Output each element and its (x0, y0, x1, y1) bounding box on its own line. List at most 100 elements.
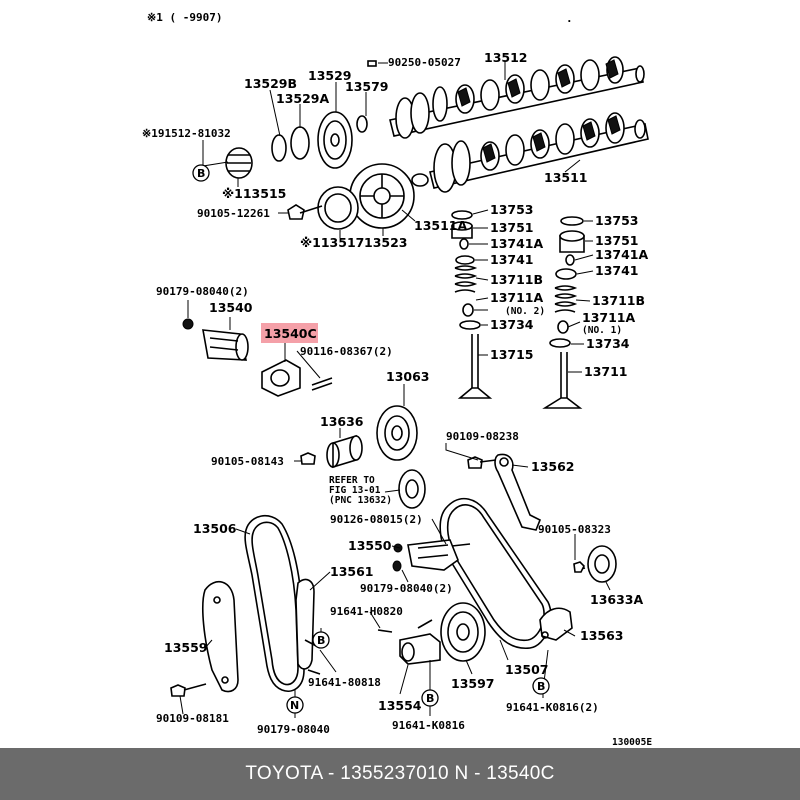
footer-bar: TOYOTA - 1355237010 N - 13540C (0, 748, 800, 800)
label-diagram-code: 130005E (612, 737, 652, 748)
part-labels: 13512 90250-05027 13529 13529B 13529A 13… (142, 50, 652, 748)
label-13529: 13529 (308, 68, 352, 83)
bushing-13636 (326, 434, 363, 469)
label-13554: 13554 (378, 698, 422, 713)
label-13597: 13597 (451, 676, 495, 691)
label-13741a-right: 13741A (595, 247, 648, 262)
label-13741-left: 13741 (490, 252, 534, 267)
header-note: ※1 ( -9907) (147, 11, 222, 24)
ring-13529b (271, 134, 287, 162)
label-13512: 13512 (484, 50, 528, 65)
label-13523: 13523 (364, 235, 408, 250)
label-13529a: 13529A (276, 91, 329, 106)
camshaft-13512 (389, 56, 645, 139)
label-13711b-right: 13711B (592, 293, 645, 308)
label-13753-left: 13753 (490, 202, 534, 217)
label-90109-08181: 90109-08181 (156, 712, 229, 725)
label-91641-h0820: 91641-H0820 (330, 605, 403, 618)
label-13511: 13511 (544, 170, 588, 185)
bolt-90109-08238 (467, 456, 497, 469)
label-13559: 13559 (164, 640, 208, 655)
callout-b-top: B (192, 164, 210, 182)
label-113515: ※113515 (222, 186, 286, 201)
leader-lines (179, 60, 611, 718)
guide-13559 (201, 580, 239, 693)
svg-text:B: B (426, 692, 434, 705)
label-13540c: 13540C (264, 326, 317, 341)
footer-part-number: TOYOTA - 1355237010 N - 13540C (245, 763, 555, 784)
label-refer-to: REFER TO (329, 475, 375, 486)
label-91641-80818: 91641-80818 (308, 676, 381, 689)
callout-n: N (286, 696, 304, 714)
label-13063: 13063 (386, 369, 430, 384)
label-90250-05027: 90250-05027 (388, 56, 461, 69)
label-90105-08323: 90105-08323 (538, 523, 611, 536)
label-13506: 13506 (193, 521, 237, 536)
svg-text:N: N (290, 699, 299, 712)
pin-90250 (367, 60, 377, 67)
svg-text:B: B (317, 634, 325, 647)
label-13507: 13507 (505, 662, 549, 677)
chain-13506 (244, 514, 305, 692)
label-13636: 13636 (320, 414, 364, 429)
header-dot: . (566, 12, 573, 25)
label-13753-right: 13753 (595, 213, 639, 228)
label-13734-right: 13734 (586, 336, 630, 351)
label-90116-08367: 90116-08367(2) (300, 345, 393, 358)
label-13562: 13562 (531, 459, 575, 474)
gear-113515 (225, 147, 253, 179)
plug-90179-08040-b (392, 560, 402, 572)
pin-13579 (356, 115, 368, 133)
sprocket-13632-ref (398, 469, 426, 509)
idler-13633a (573, 545, 617, 583)
label-13741a-left: 13741A (490, 236, 543, 251)
slipper-13563 (539, 607, 573, 641)
label-90179-08040-2-mid: 90179-08040(2) (360, 582, 453, 595)
guide-13561 (295, 578, 315, 670)
label-13561: 13561 (330, 564, 374, 579)
label-13751-right: 13751 (595, 233, 639, 248)
valve-stack-left (451, 210, 493, 399)
label-90179-08040-2-top: 90179-08040(2) (156, 285, 249, 298)
label-91641-k0816: 91641-K0816 (392, 719, 465, 732)
bolt-91641-h0820 (377, 629, 393, 633)
label-90126-08015: 90126-08015(2) (330, 513, 423, 526)
valve-stack-right (542, 216, 585, 409)
tensioner-13540 (202, 329, 249, 361)
bolt-90109-08181 (170, 683, 207, 697)
label-13540: 13540 (209, 300, 253, 315)
bolt-90105-12261 (287, 204, 323, 220)
label-90109-08238: 90109-08238 (446, 430, 519, 443)
label-13741-right: 13741 (595, 263, 639, 278)
gear-113517 (317, 186, 359, 230)
sprocket-13063 (376, 405, 418, 461)
label-13711a-right: 13711A (582, 310, 635, 325)
label-13711b-left: 13711B (490, 272, 543, 287)
callout-b-right: B (532, 677, 550, 695)
label-91641-k0816-2: 91641-K0816(2) (506, 701, 599, 714)
tensioner-13550 (393, 539, 471, 571)
parts-diagram: ※1 ( -9907) . (142, 11, 652, 748)
callout-b-mid: B (312, 631, 330, 649)
sprocket-13523 (349, 163, 415, 229)
plug-90179-08040 (182, 318, 194, 330)
label-no2: (NO. 2) (505, 306, 545, 317)
label-pnc-13632: (PNC 13632) (329, 495, 392, 506)
label-13711: 13711 (584, 364, 628, 379)
label-113517: ※113517 (300, 235, 364, 250)
label-13563: 13563 (580, 628, 624, 643)
label-13751-left: 13751 (490, 220, 534, 235)
gasket-13540c (261, 359, 301, 397)
svg-text:B: B (537, 680, 545, 693)
label-13550: 13550 (348, 538, 392, 553)
label-191512-81032: ※191512-81032 (142, 127, 231, 140)
label-90105-08143: 90105-08143 (211, 455, 284, 468)
label-13715: 13715 (490, 347, 534, 362)
tensioner-13554 (399, 619, 441, 665)
label-13579: 13579 (345, 79, 389, 94)
label-fig-13-01: FIG 13-01 (329, 485, 381, 496)
ring-13529a (290, 126, 310, 160)
sprocket-13529 (317, 111, 353, 169)
label-13511a: 13511A (414, 218, 467, 233)
label-90105-12261: 90105-12261 (197, 207, 270, 220)
